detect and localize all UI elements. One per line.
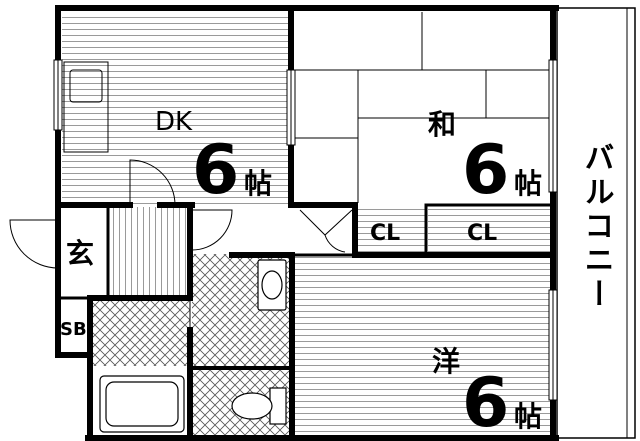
- youshitsu-room-size: 6: [462, 364, 509, 441]
- entrance-label: 玄: [66, 237, 94, 270]
- closet-1-floor: [357, 206, 425, 253]
- dk-room-unit: 帖: [244, 167, 272, 200]
- bathtub: [99, 375, 185, 433]
- windows: [53, 59, 558, 401]
- washitsu-room-size: 6: [462, 131, 509, 210]
- washitsu-room-unit: 帖: [514, 167, 542, 200]
- changing-area-floor: [92, 300, 190, 366]
- youshitsu-room-unit: 帖: [514, 400, 542, 433]
- balcony-label: バルコニー: [579, 142, 614, 312]
- closet-2-label: CL: [467, 221, 497, 246]
- doors: [9, 159, 353, 330]
- youshitsu-floor: [293, 256, 551, 434]
- washitsu-room-name: 和: [428, 108, 456, 141]
- wash-basin: [257, 259, 287, 311]
- entrance-floor: [110, 207, 188, 299]
- kitchen-counter: [63, 61, 109, 153]
- dk-room-size: 6: [192, 131, 239, 210]
- balcony: [556, 7, 636, 439]
- dk-room-name: DK: [155, 107, 193, 137]
- dk-floor: [62, 12, 290, 207]
- closet-2-floor: [428, 206, 550, 253]
- closet-1-label: CL: [370, 221, 400, 246]
- walls: [55, 5, 559, 441]
- shoe-box-label: SB: [60, 319, 87, 340]
- toilet: [231, 387, 287, 425]
- youshitsu-room-name: 洋: [432, 345, 460, 378]
- tatami-grid: [293, 12, 552, 203]
